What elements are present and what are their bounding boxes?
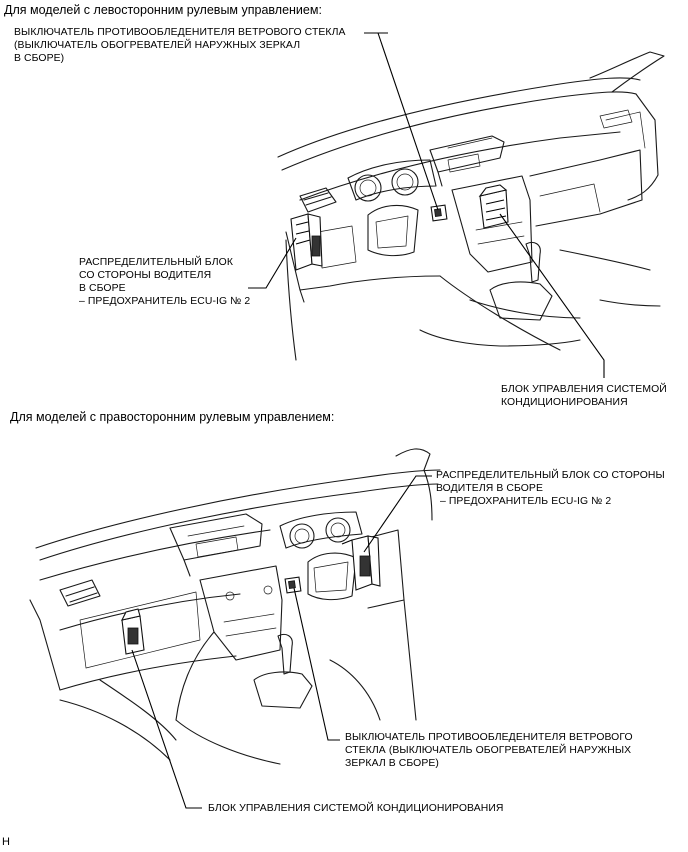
lhd-ac-leader: [499, 213, 605, 378]
lhd-junction-line-1: РАСПРЕДЕЛИТЕЛЬНЫЙ БЛОК: [79, 257, 233, 268]
lhd-defroster-switch: [430, 204, 448, 222]
lhd-junction-line-4: – ПРЕДОХРАНИТЕЛЬ ECU-IG № 2: [79, 296, 251, 307]
lhd-defroster-leader: [377, 32, 439, 211]
lhd-ac-control-label: БЛОК УПРАВЛЕНИЯ СИСТЕМОЙ КОНДИЦИОНИРОВАН…: [501, 383, 667, 409]
lhd-junction-leader: [248, 237, 297, 289]
rhd-ac-control-module: [120, 608, 145, 655]
rhd-ac-control-label: БЛОК УПРАВЛЕНИЯ СИСТЕМОЙ КОНДИЦИОНИРОВАН…: [208, 802, 504, 815]
rhd-junction-leader: [363, 475, 432, 553]
rhd-junction-line-2: ВОДИТЕЛЯ В СБОРЕ: [436, 483, 543, 494]
lhd-section-title: Для моделей с левосторонним рулевым упра…: [4, 3, 322, 17]
rhd-junction-block-label: РАСПРЕДЕЛИТЕЛЬНЫЙ БЛОК СО СТОРОНЫ ВОДИТЕ…: [436, 469, 665, 508]
lhd-ac-control-module: [478, 184, 509, 229]
lhd-junction-block-label: РАСПРЕДЕЛИТЕЛЬНЫЙ БЛОК СО СТОРОНЫ ВОДИТЕ…: [79, 256, 250, 308]
rhd-junction-line-1: РАСПРЕДЕЛИТЕЛЬНЫЙ БЛОК СО СТОРОНЫ: [436, 470, 665, 481]
lhd-junction-block: [290, 213, 323, 271]
rhd-defroster-switch: [284, 576, 302, 594]
lhd-defroster-line-2: (ВЫКЛЮЧАТЕЛЬ ОБОГРЕВАТЕЛЕЙ НАРУЖНЫХ ЗЕРК…: [14, 40, 301, 51]
rhd-junction-line-3: – ПРЕДОХРАНИТЕЛЬ ECU-IG № 2: [440, 496, 612, 507]
rhd-defroster-line-3: ЗЕРКАЛ В СБОРЕ): [345, 758, 439, 769]
rhd-defroster-leader: [293, 587, 340, 741]
lhd-defroster-line-3: В СБОРЕ): [14, 53, 65, 64]
rhd-defroster-line-1: ВЫКЛЮЧАТЕЛЬ ПРОТИВООБЛЕДЕНИТЕЛЯ ВЕТРОВОГ…: [345, 732, 633, 743]
rhd-dashboard-drawing: [29, 448, 441, 765]
lhd-junction-line-3: В СБОРЕ: [79, 283, 126, 294]
rhd-ac-line-1: БЛОК УПРАВЛЕНИЯ СИСТЕМОЙ КОНДИЦИОНИРОВАН…: [208, 803, 504, 814]
rhd-ac-leader: [131, 649, 202, 809]
figure-code: H: [2, 836, 10, 848]
lhd-defroster-line-1: ВЫКЛЮЧАТЕЛЬ ПРОТИВООБЛЕДЕНИТЕЛЯ ВЕТРОВОГ…: [14, 27, 346, 38]
rhd-section-title: Для моделей с правосторонним рулевым упр…: [10, 410, 335, 424]
lhd-ac-line-2: КОНДИЦИОНИРОВАНИЯ: [501, 397, 628, 408]
rhd-defroster-line-2: СТЕКЛА (ВЫКЛЮЧАТЕЛЬ ОБОГРЕВАТЕЛЕЙ НАРУЖН…: [345, 745, 632, 756]
lhd-dashboard-drawing: [277, 51, 665, 361]
lhd-junction-line-2: СО СТОРОНЫ ВОДИТЕЛЯ: [79, 270, 212, 281]
lhd-defroster-switch-label: ВЫКЛЮЧАТЕЛЬ ПРОТИВООБЛЕДЕНИТЕЛЯ ВЕТРОВОГ…: [14, 26, 346, 65]
rhd-defroster-switch-label: ВЫКЛЮЧАТЕЛЬ ПРОТИВООБЛЕДЕНИТЕЛЯ ВЕТРОВОГ…: [345, 731, 633, 770]
lhd-ac-line-1: БЛОК УПРАВЛЕНИЯ СИСТЕМОЙ: [501, 384, 667, 395]
